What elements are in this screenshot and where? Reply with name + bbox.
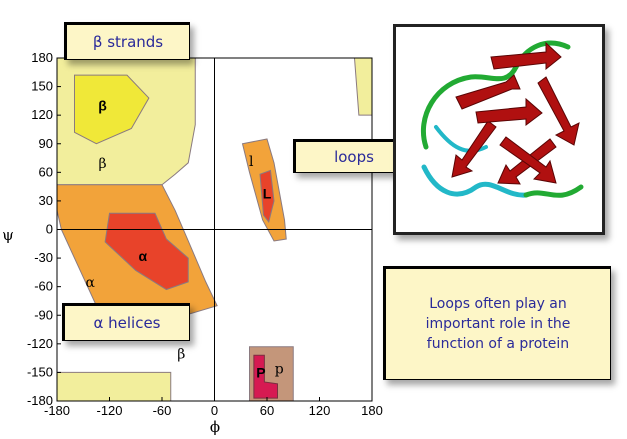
y-tick-label: 150 — [31, 79, 53, 94]
region-label-alpha-outer: α — [86, 275, 96, 291]
region-alpha-core — [104, 212, 189, 291]
beta-strand-ribbon — [537, 76, 580, 146]
x-tick-label: 60 — [260, 403, 274, 418]
x-tick-label: 180 — [361, 403, 383, 418]
y-tick-label: 30 — [39, 193, 53, 208]
x-axis-label: ϕ — [210, 418, 220, 436]
beta-strand-ribbon — [499, 136, 557, 184]
loop-green-3 — [523, 184, 584, 198]
protein-structure-image — [393, 24, 605, 235]
y-tick-label: -120 — [27, 336, 53, 351]
region-left-loop-core — [259, 169, 275, 223]
beta-strand-ribbon — [475, 97, 543, 126]
region-label-p-core: P — [256, 364, 265, 380]
region-beta-outer-right — [353, 57, 373, 116]
y-tick-label: -90 — [34, 307, 53, 322]
x-tick-label: -60 — [153, 403, 172, 418]
x-tick-label: -120 — [96, 403, 122, 418]
region-beta-outer-bottom — [56, 371, 172, 402]
beta-strand-ribbon — [490, 41, 562, 71]
region-label-alpha-core: α — [138, 248, 147, 264]
y-axis-label: ψ — [2, 226, 14, 244]
loop-cyan-2 — [434, 125, 488, 153]
x-tick-label: -180 — [44, 403, 70, 418]
y-tick-label: 120 — [31, 107, 53, 122]
region-label-lower-beta: β — [177, 346, 185, 362]
plot-ticks: -180 -120 -60 0 60 120 180 180 150 120 90 60 30 0 -30 -… — [27, 50, 383, 418]
region-label-beta-core: β — [98, 98, 107, 114]
region-beta-core — [74, 74, 150, 145]
region-label-left-loop-outer: l — [249, 154, 254, 170]
x-tick-label: 120 — [309, 403, 331, 418]
beta-strand-ribbon — [455, 74, 521, 110]
alpha-helices-callout: α helices — [62, 303, 190, 341]
region-label-left-loop-core: L — [263, 185, 272, 201]
loop-cyan-1 — [421, 164, 529, 198]
beta-strand-ribbon — [451, 120, 497, 178]
y-tick-label: 180 — [31, 50, 53, 65]
y-tick-label: 60 — [39, 164, 53, 179]
beta-strands-callout: β strands — [64, 22, 190, 60]
x-tick-label: 0 — [211, 403, 218, 418]
y-tick-label: -180 — [27, 393, 53, 408]
plot-regions — [56, 57, 373, 402]
y-tick-label: 90 — [39, 136, 53, 151]
loop-green-1 — [420, 64, 519, 150]
region-label-p-outer: p — [275, 362, 284, 378]
y-tick-label: 0 — [46, 222, 53, 237]
protein-ribbon-icon — [420, 40, 584, 198]
region-label-beta-outer: β — [98, 156, 106, 172]
loops-note-callout: Loops often play an important role in th… — [383, 266, 611, 380]
y-tick-label: -30 — [34, 250, 53, 265]
y-tick-label: -60 — [34, 279, 53, 294]
region-p-core — [253, 354, 278, 399]
y-tick-label: -150 — [27, 364, 53, 379]
